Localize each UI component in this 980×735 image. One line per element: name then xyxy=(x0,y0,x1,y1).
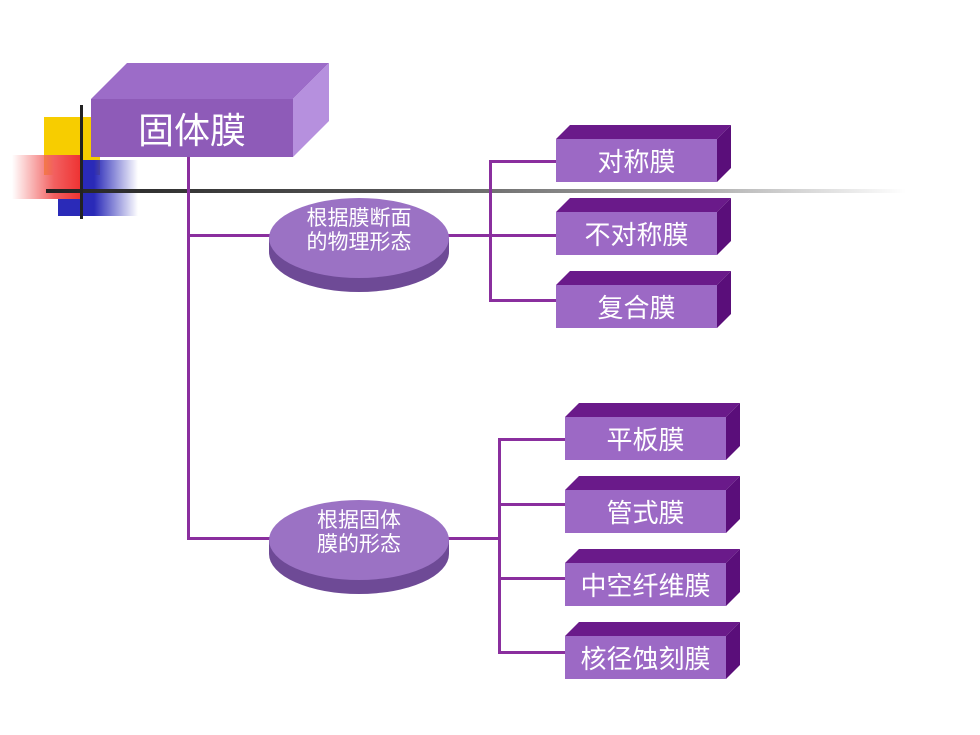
leaf-top-face xyxy=(556,271,731,285)
connector-group1-spine xyxy=(489,160,492,302)
leaf-label: 复合膜 xyxy=(597,294,676,324)
decorative-horizontal-line xyxy=(46,189,906,193)
decorative-vertical-line xyxy=(80,105,83,219)
connector-group1-child2 xyxy=(489,234,557,237)
group1-disc-shape xyxy=(269,198,449,292)
leaf-front: 复合膜 xyxy=(556,285,717,328)
group2-disc-shape xyxy=(269,500,449,594)
leaf-box-composite: 复合膜 xyxy=(556,271,731,328)
leaf-side-face xyxy=(726,549,740,606)
leaf-side-face xyxy=(726,476,740,533)
leaf-front: 中空纤维膜 xyxy=(565,563,726,606)
leaf-side-face xyxy=(717,271,731,328)
leaf-top-face xyxy=(556,198,731,212)
root-node-label: 固体膜 xyxy=(137,111,246,152)
leaf-side-face xyxy=(726,622,740,679)
leaf-label: 平板膜 xyxy=(606,426,685,456)
leaf-top-face xyxy=(565,622,740,636)
leaf-label: 管式膜 xyxy=(606,499,685,529)
group2-label: 根据固体 膜的形态 xyxy=(268,508,450,556)
connector-trunk xyxy=(187,155,190,540)
root-node-side-face xyxy=(293,63,329,157)
leaf-side-face xyxy=(726,403,740,460)
leaf-side-face xyxy=(717,198,731,255)
connector-group1-child3 xyxy=(489,299,557,302)
root-node-top-face xyxy=(91,63,329,99)
leaf-front: 不对称膜 xyxy=(556,212,717,255)
root-node-box: 固体膜 xyxy=(91,63,329,157)
leaf-label: 对称膜 xyxy=(597,148,676,178)
leaf-front: 管式膜 xyxy=(565,490,726,533)
leaf-front: 核径蚀刻膜 xyxy=(565,636,726,679)
leaf-top-face xyxy=(565,549,740,563)
leaf-side-face xyxy=(717,125,731,182)
group2-label-line1: 根据固体 xyxy=(317,508,401,532)
leaf-top-face xyxy=(565,403,740,417)
connector-to-group1 xyxy=(187,234,272,237)
leaf-box-tubular: 管式膜 xyxy=(565,476,740,533)
connector-group1-child1 xyxy=(489,160,557,163)
group1-disc: 根据膜断面 的物理形态 xyxy=(268,196,450,294)
connector-group2-child3 xyxy=(498,577,566,580)
leaf-front: 平板膜 xyxy=(565,417,726,460)
group2-disc: 根据固体 膜的形态 xyxy=(268,498,450,596)
leaf-front: 对称膜 xyxy=(556,139,717,182)
group2-label-line2: 膜的形态 xyxy=(317,532,401,556)
connector-group2-child4 xyxy=(498,651,566,654)
group1-label-line2: 的物理形态 xyxy=(306,230,412,254)
leaf-box-flat-sheet: 平板膜 xyxy=(565,403,740,460)
connector-group2-child2 xyxy=(498,503,566,506)
connector-group2-out xyxy=(448,537,500,540)
connector-to-group2 xyxy=(187,537,272,540)
connector-group1-out xyxy=(448,234,490,237)
leaf-label: 不对称膜 xyxy=(584,221,689,251)
group1-label-line1: 根据膜断面 xyxy=(306,206,412,230)
leaf-box-hollow-fiber: 中空纤维膜 xyxy=(565,549,740,606)
leaf-top-face xyxy=(556,125,731,139)
leaf-top-face xyxy=(565,476,740,490)
leaf-box-track-etched: 核径蚀刻膜 xyxy=(565,622,740,679)
leaf-box-asymmetric: 不对称膜 xyxy=(556,198,731,255)
leaf-label: 中空纤维膜 xyxy=(580,572,711,602)
leaf-label: 核径蚀刻膜 xyxy=(580,645,711,675)
group1-label: 根据膜断面 的物理形态 xyxy=(268,206,450,254)
leaf-box-symmetric: 对称膜 xyxy=(556,125,731,182)
connector-group2-child1 xyxy=(498,438,566,441)
root-node-front: 固体膜 xyxy=(91,99,293,157)
connector-group2-spine xyxy=(498,438,501,654)
